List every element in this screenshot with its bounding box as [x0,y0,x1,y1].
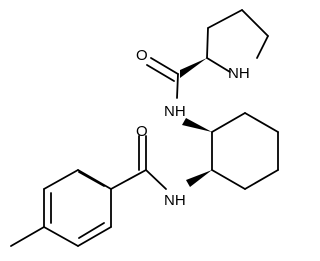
pyrrolidine-ring [206,9,269,73]
bond-carbonyl-c-o-2 [146,64,175,82]
bond-chx-c1-c2 [211,112,246,133]
bond-ar-c5-c6-inner [78,222,105,239]
atom-label-amide-nh-lower: NH [164,192,186,209]
toluene-ring [10,169,112,247]
atom-label-amide-nh-upper: NH [164,103,186,120]
bond-carbonyl-c-nh [176,73,179,99]
stereo-wedge-lower [186,170,212,187]
atom-label-pyrrolidine-nh: NH [228,65,250,82]
prolinamide-carbonyl [146,57,207,99]
bond-carbonyl-c-o-1 [150,57,179,75]
stereo-wedge-proline [180,58,207,78]
bond-chx-c2-c3 [244,112,279,133]
bond-ring-c3-c4 [207,9,243,29]
atom-label-oxygen-lower: O [136,123,148,140]
bond-ar-c4-c5 [43,226,79,247]
atom-label-oxygen-upper: O [136,47,148,64]
bond-carbonyl-c-ring [110,169,147,190]
molecule-structure: O NH NH O NH [10,9,279,247]
bond-ar-c1-c2 [77,169,112,190]
bond-chx-c4-c5 [244,169,279,190]
bond-ring-n-c2 [206,57,231,73]
bond-chx-c5-c6 [211,169,246,190]
bond-ar-c1-c2-inner [78,171,105,187]
bond-nh-carbonyl-c [145,169,167,190]
cyclohexane-ring [182,112,279,190]
bond-ring-c2-c3 [206,27,209,59]
structure-canvas: O NH NH O NH [10,9,279,247]
bond-ar-c5-c6 [77,226,112,247]
stereo-wedge-upper [182,118,212,132]
bond-ring-c5-n [256,35,269,59]
bond-methyl [10,226,45,247]
benzamide-group [110,135,167,190]
bond-ar-c2-c3 [43,169,79,190]
bond-ring-c4-c5 [241,9,269,37]
